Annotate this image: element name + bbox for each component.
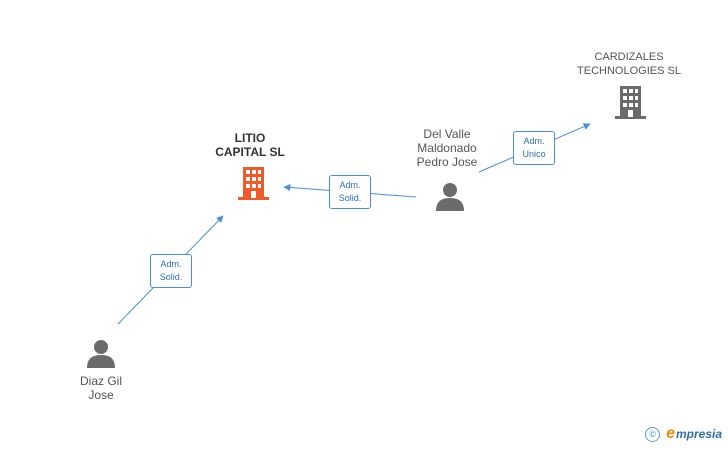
- person-name-line: Jose: [88, 388, 114, 402]
- role-badge-line: Unico: [522, 149, 546, 159]
- role-badge-line: Adm.: [339, 180, 361, 190]
- company-label-litio[interactable]: LITIO CAPITAL SL: [205, 131, 295, 159]
- role-badge-diaz-to-litio[interactable]: Adm. Solid.: [150, 254, 192, 288]
- role-badge-line: Solid.: [159, 272, 183, 282]
- person-icon[interactable]: [436, 183, 464, 211]
- person-label-diaz[interactable]: Diaz Gil Jose: [66, 374, 136, 402]
- building-icon[interactable]: [238, 167, 269, 200]
- company-name-line: CAPITAL SL: [215, 145, 285, 159]
- role-badge-delvalle-to-litio[interactable]: Adm. Solid.: [329, 175, 371, 209]
- company-name-line: LITIO: [234, 131, 266, 145]
- role-badge-line: Solid.: [338, 193, 362, 203]
- company-name-line: CARDIZALES: [594, 51, 664, 63]
- person-name-line: Pedro Jose: [416, 155, 478, 169]
- role-badge-line: Adm.: [160, 259, 182, 269]
- person-name-line: Diaz Gil: [79, 374, 122, 388]
- person-label-delvalle[interactable]: Del Valle Maldonado Pedro Jose: [405, 127, 489, 169]
- brand-logo-text: mpresia: [675, 427, 722, 441]
- building-icon[interactable]: [615, 86, 646, 119]
- company-label-cardizales[interactable]: CARDIZALES TECHNOLOGIES SL: [570, 50, 688, 78]
- person-icon[interactable]: [87, 340, 115, 368]
- role-badge-delvalle-to-cardizales[interactable]: Adm. Unico: [513, 131, 555, 165]
- company-name-line: TECHNOLOGIES SL: [577, 65, 681, 77]
- brand-footer: © e mpresia: [645, 425, 722, 442]
- person-name-line: Del Valle: [423, 127, 471, 141]
- copyright-icon: ©: [645, 426, 661, 442]
- role-badge-line: Adm.: [523, 136, 545, 146]
- person-name-line: Maldonado: [417, 141, 477, 155]
- brand-logo-initial: e: [666, 425, 675, 442]
